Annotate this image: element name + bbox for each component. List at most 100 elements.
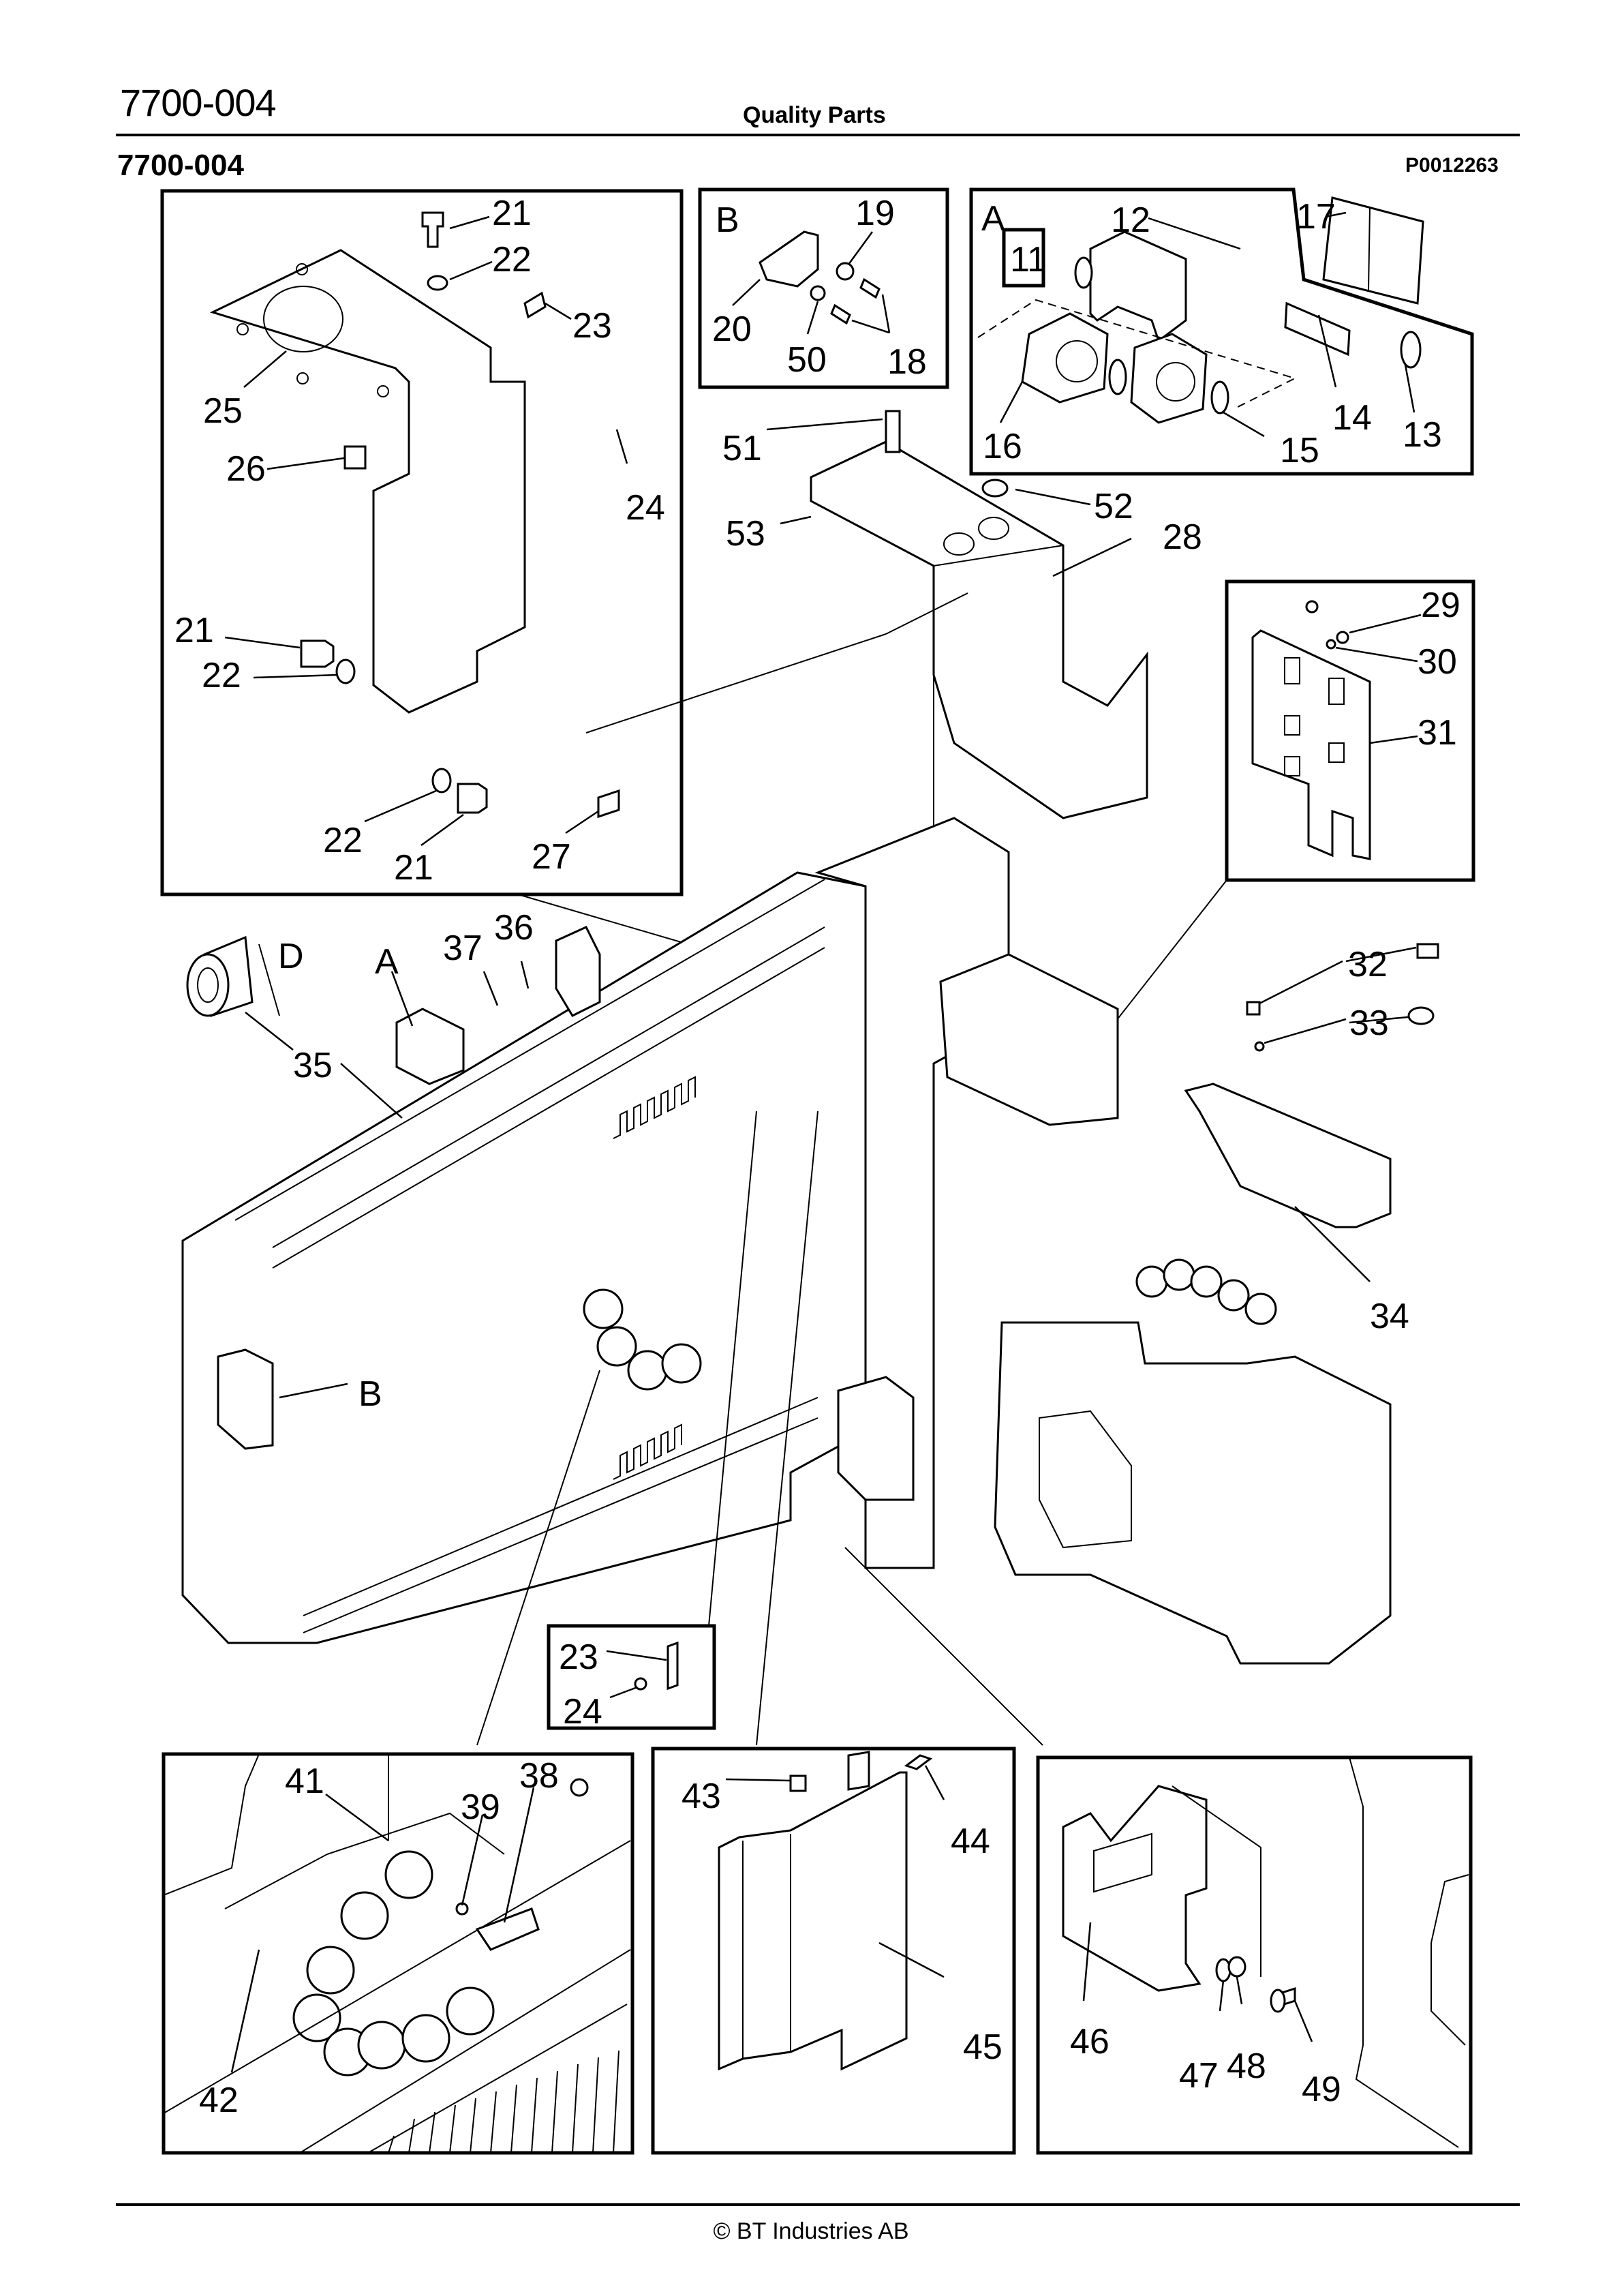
pin-14	[1284, 301, 1351, 357]
callout-24: 24	[626, 488, 665, 528]
callout-39: 39	[461, 1787, 500, 1827]
document-title: Quality Parts	[743, 102, 886, 128]
screw-24-detail	[634, 1677, 647, 1691]
callout-44: 44	[951, 1822, 990, 1861]
callout-19: 19	[855, 194, 895, 233]
washer-30	[1326, 639, 1336, 650]
callout-29: 29	[1421, 586, 1460, 625]
cover-plate-45	[718, 1771, 908, 2071]
detail-box-circuit-board	[1103, 579, 1475, 1037]
hinge-plate-20	[759, 230, 819, 288]
nut-19	[836, 262, 855, 281]
callout-kit-11: 11	[1010, 240, 1047, 280]
callout-45: 45	[963, 2027, 1003, 2067]
section-code: 7700-004	[117, 149, 244, 182]
callout-d: D	[278, 937, 304, 976]
detail-box-b	[698, 187, 949, 389]
callout-49: 49	[1302, 2070, 1341, 2109]
bracket-12	[1089, 230, 1187, 343]
frame-body	[181, 871, 867, 1644]
callout-15: 15	[1280, 431, 1319, 470]
callout-17: 17	[1296, 197, 1336, 237]
callout-21: 21	[174, 611, 214, 650]
callout-26: 26	[226, 449, 266, 489]
figure-id: P0012263	[1405, 154, 1499, 177]
callout-21: 21	[394, 848, 433, 888]
callout-28: 28	[1163, 517, 1202, 557]
callout-33: 33	[1349, 1003, 1389, 1043]
tab-23-detail	[667, 1641, 679, 1691]
callout-35: 35	[293, 1046, 333, 1085]
side-bracket-46	[1062, 1785, 1208, 1992]
callout-23: 23	[572, 306, 612, 346]
footer-divider	[116, 2203, 1520, 2206]
callout-47: 47	[1179, 2056, 1219, 2096]
tab-23	[523, 291, 547, 319]
callout-23: 23	[559, 1637, 598, 1677]
fork-arm	[994, 1321, 1392, 1665]
callout-22: 22	[202, 656, 241, 695]
callout-24: 24	[563, 1692, 602, 1732]
callout-20: 20	[712, 309, 752, 349]
callout-22: 22	[323, 821, 363, 860]
screw-44	[904, 1754, 933, 1770]
detail-box-side-bracket	[1036, 1755, 1473, 2155]
callout-34: 34	[1370, 1297, 1409, 1336]
callout-37: 37	[443, 928, 483, 968]
detail-box-rail	[476, 1111, 1043, 1746]
callout-a: A	[981, 199, 1005, 239]
copyright: © BT Industries AB	[713, 2218, 909, 2244]
callout-32: 32	[1348, 945, 1388, 984]
ring-13	[1400, 331, 1422, 369]
callout-13: 13	[1403, 415, 1442, 455]
detail-box-cover-plate	[651, 1747, 1016, 2155]
callout-53: 53	[726, 514, 765, 554]
callout-41: 41	[285, 1762, 324, 1801]
cover-34	[1184, 1083, 1392, 1228]
callout-18: 18	[887, 342, 927, 382]
rivet-27	[597, 789, 620, 819]
washer-47	[1215, 1958, 1231, 1982]
gear-rack	[613, 1076, 696, 1480]
bracket-a	[395, 1008, 465, 1085]
callout-a: A	[375, 942, 399, 982]
callout-52: 52	[1094, 487, 1133, 526]
callout-48: 48	[1227, 2046, 1266, 2086]
callout-14: 14	[1332, 398, 1372, 438]
screw-29	[1336, 631, 1349, 644]
detail-box-main-bracket	[160, 189, 887, 1003]
callout-42: 42	[199, 2081, 239, 2120]
bracket-hole	[263, 286, 343, 352]
main-frame	[181, 817, 1439, 1665]
cable-chain-detail	[224, 1812, 505, 2076]
circuit-board-31	[1251, 629, 1371, 860]
document-code: 7700-004	[120, 81, 277, 124]
callout-50: 50	[787, 340, 827, 380]
callout-31: 31	[1418, 713, 1457, 753]
washer-22	[427, 275, 448, 291]
callout-b: B	[358, 1374, 382, 1414]
callout-22: 22	[492, 240, 532, 280]
bracket-25	[209, 249, 526, 714]
callout-27: 27	[532, 837, 571, 877]
callout-21: 21	[492, 194, 532, 233]
detail-box-a	[969, 187, 1474, 476]
side-bracket	[837, 1376, 915, 1501]
nut-43	[789, 1774, 807, 1792]
nut-48	[1227, 1956, 1246, 1978]
pin-51	[885, 410, 901, 453]
washer-50	[810, 285, 826, 301]
bolt-21	[421, 211, 444, 248]
side-plate-b	[217, 1348, 274, 1450]
callout-46: 46	[1070, 2022, 1110, 2061]
roller-16	[1021, 312, 1109, 404]
cable-chain	[583, 1288, 702, 1391]
ring-15	[1210, 380, 1229, 414]
callout-25: 25	[203, 391, 243, 431]
kit-box-11	[1002, 228, 1045, 288]
plug-52	[981, 479, 1009, 498]
valve-block	[939, 953, 1119, 1126]
callout-43: 43	[682, 1777, 721, 1816]
callout-b: B	[716, 200, 739, 240]
